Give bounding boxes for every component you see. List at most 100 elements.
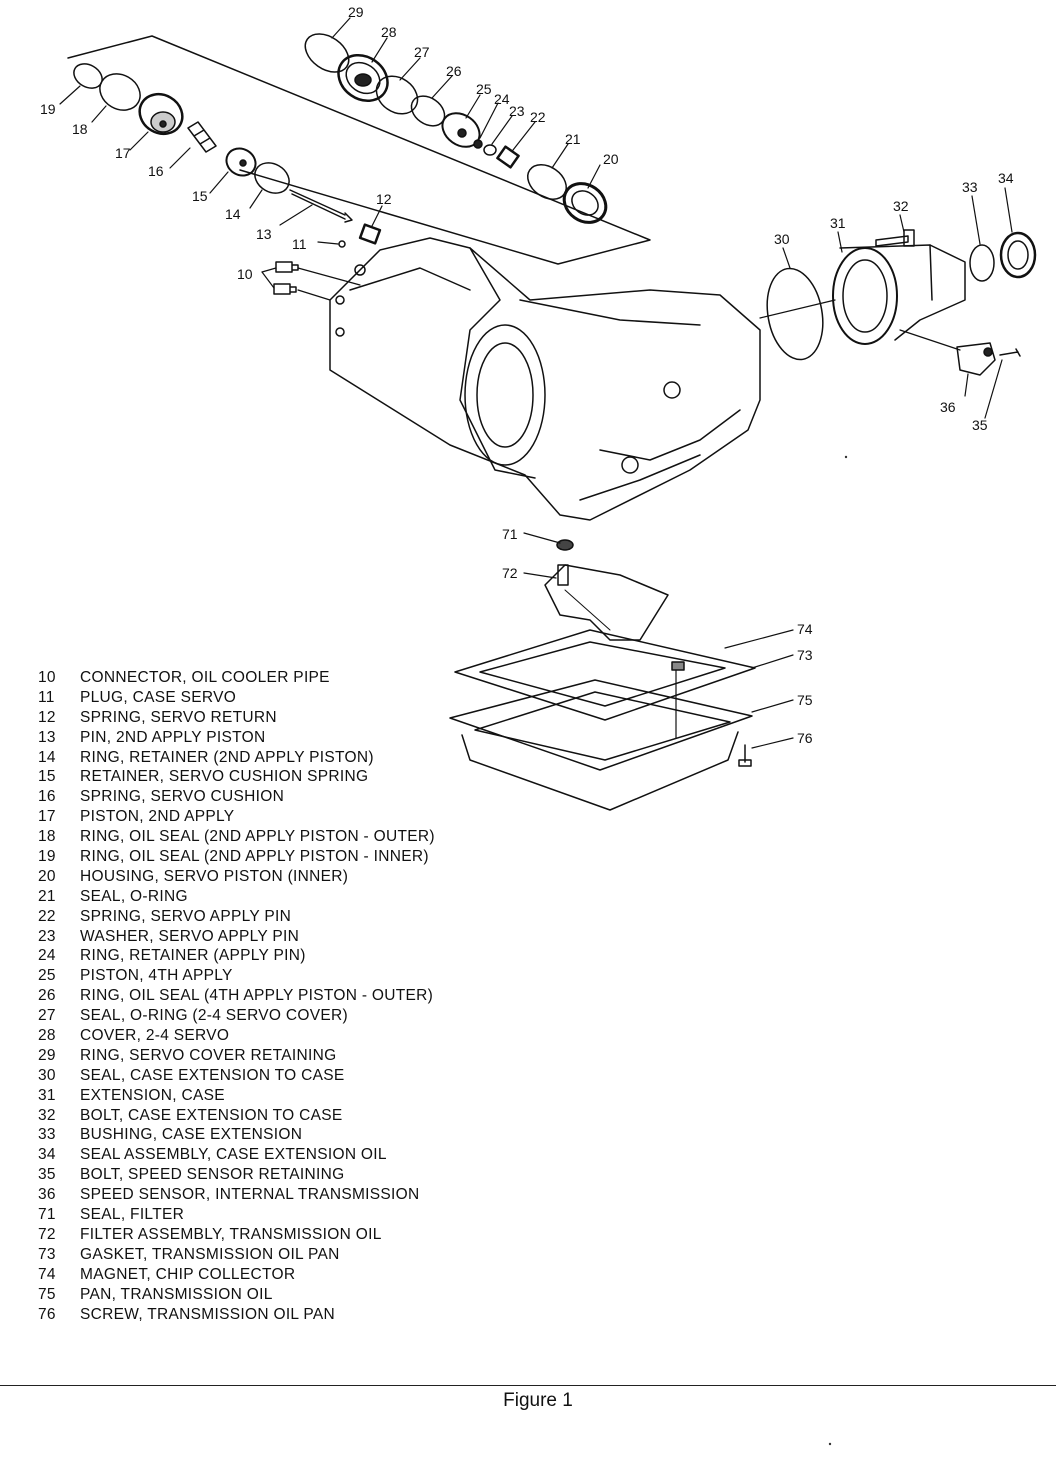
- callout-11: 11: [292, 236, 307, 252]
- legend-part-description: RING, RETAINER (APPLY PIN): [80, 947, 306, 965]
- legend-row: 19 RING, OIL SEAL (2ND APPLY PISTON - INN…: [38, 847, 598, 867]
- footer-rule: [0, 1385, 1056, 1386]
- part-19-ring: [73, 63, 103, 89]
- callout-33: 33: [962, 179, 978, 195]
- callout-21: 21: [565, 131, 581, 147]
- callout-71: 71: [502, 526, 518, 542]
- legend-part-number: 31: [38, 1086, 56, 1104]
- part-18-ring: [99, 73, 141, 111]
- legend-part-description: EXTENSION, CASE: [80, 1086, 225, 1104]
- legend-part-description: BOLT, CASE EXTENSION TO CASE: [80, 1106, 343, 1124]
- part-36-sensor: [956, 342, 996, 376]
- legend-part-number: 71: [38, 1206, 56, 1224]
- legend-part-description: MAGNET, CHIP COLLECTOR: [80, 1265, 296, 1283]
- callout-25: 25: [476, 81, 492, 97]
- part-29-ring: [304, 33, 350, 73]
- callout-32: 32: [893, 198, 909, 214]
- part-35-bolt: [999, 348, 1021, 357]
- part-17-piston: [138, 92, 184, 136]
- callout-10: 10: [237, 266, 253, 282]
- part-74-magnet: [671, 661, 685, 671]
- legend-part-description: SPRING, SERVO APPLY PIN: [80, 907, 292, 925]
- callout-labels: 29 28 27 26 25 24 23 22 21 20 19 18 17 1…: [40, 4, 1014, 746]
- part-22-spring: [496, 145, 520, 169]
- legend-part-description: BUSHING, CASE EXTENSION: [80, 1126, 303, 1144]
- callout-15: 15: [192, 188, 208, 204]
- legend-part-number: 22: [38, 907, 56, 925]
- figure-caption: Figure 1: [503, 1390, 573, 1411]
- part-24-retainer: [473, 139, 483, 149]
- legend-part-number: 36: [38, 1186, 56, 1204]
- callout-36: 36: [940, 399, 956, 415]
- part-16-spring: [187, 121, 217, 153]
- legend-part-description: SEAL, O-RING: [80, 887, 188, 905]
- legend-part-number: 18: [38, 828, 56, 846]
- part-14-ring: [254, 162, 290, 194]
- legend-part-number: 11: [38, 688, 55, 706]
- legend-part-number: 23: [38, 927, 56, 945]
- legend-part-description: SPRING, SERVO CUSHION: [80, 788, 285, 806]
- leader-lines: [59, 17, 1013, 749]
- callout-76: 76: [797, 730, 813, 746]
- callout-27: 27: [414, 44, 430, 60]
- legend-part-description: SPEED SENSOR, INTERNAL TRANSMISSION: [80, 1186, 420, 1204]
- callout-20: 20: [603, 151, 619, 167]
- callout-34: 34: [998, 170, 1014, 186]
- part-13-pin: [289, 189, 353, 223]
- legend-part-number: 19: [38, 848, 56, 866]
- legend-part-description: GASKET, TRANSMISSION OIL PAN: [80, 1245, 340, 1263]
- part-15-retainer: [225, 147, 257, 177]
- part-34-seal: [999, 231, 1037, 279]
- legend-part-number: 35: [38, 1166, 56, 1184]
- legend-part-number: 76: [38, 1305, 56, 1323]
- callout-28: 28: [381, 24, 397, 40]
- legend-part-number: 28: [38, 1027, 56, 1045]
- legend-part-number: 72: [38, 1225, 56, 1243]
- legend-part-number: 30: [38, 1066, 56, 1084]
- legend-part-description: RING, OIL SEAL (2ND APPLY PISTON - INNER…: [80, 848, 429, 866]
- legend-row: 72 FILTER ASSEMBLY, TRANSMISSION OIL: [38, 1225, 598, 1245]
- part-32-bolt: [875, 229, 915, 247]
- part-12-spring: [358, 223, 382, 245]
- callout-24: 24: [494, 91, 510, 107]
- callout-14: 14: [225, 206, 241, 222]
- legend-part-number: 24: [38, 947, 56, 965]
- callout-23: 23: [509, 103, 525, 119]
- legend-part-description: RING, OIL SEAL (2ND APPLY PISTON - OUTER…: [80, 828, 435, 846]
- legend-part-description: SPRING, SERVO RETURN: [80, 708, 277, 726]
- legend-part-number: 34: [38, 1146, 56, 1164]
- legend-part-description: FILTER ASSEMBLY, TRANSMISSION OIL: [80, 1225, 382, 1243]
- legend-part-description: PIN, 2ND APPLY PISTON: [80, 728, 266, 746]
- legend-part-number: 25: [38, 967, 56, 985]
- legend-part-number: 21: [38, 887, 56, 905]
- part-30-seal: [766, 267, 824, 361]
- callout-19: 19: [40, 101, 56, 117]
- part-31-extension: [832, 244, 966, 345]
- callout-75: 75: [797, 692, 813, 708]
- legend-part-number: 73: [38, 1245, 56, 1263]
- callout-31: 31: [830, 215, 846, 231]
- legend-part-description: PLUG, CASE SERVO: [80, 688, 237, 706]
- legend-part-number: 14: [38, 748, 56, 766]
- speck-mark: [828, 1442, 832, 1446]
- callout-72: 72: [502, 565, 518, 581]
- legend-row: 18 RING, OIL SEAL (2ND APPLY PISTON - OUT…: [38, 827, 598, 847]
- legend-part-number: 10: [38, 669, 56, 686]
- callout-22: 22: [530, 109, 546, 125]
- callout-13: 13: [256, 226, 272, 242]
